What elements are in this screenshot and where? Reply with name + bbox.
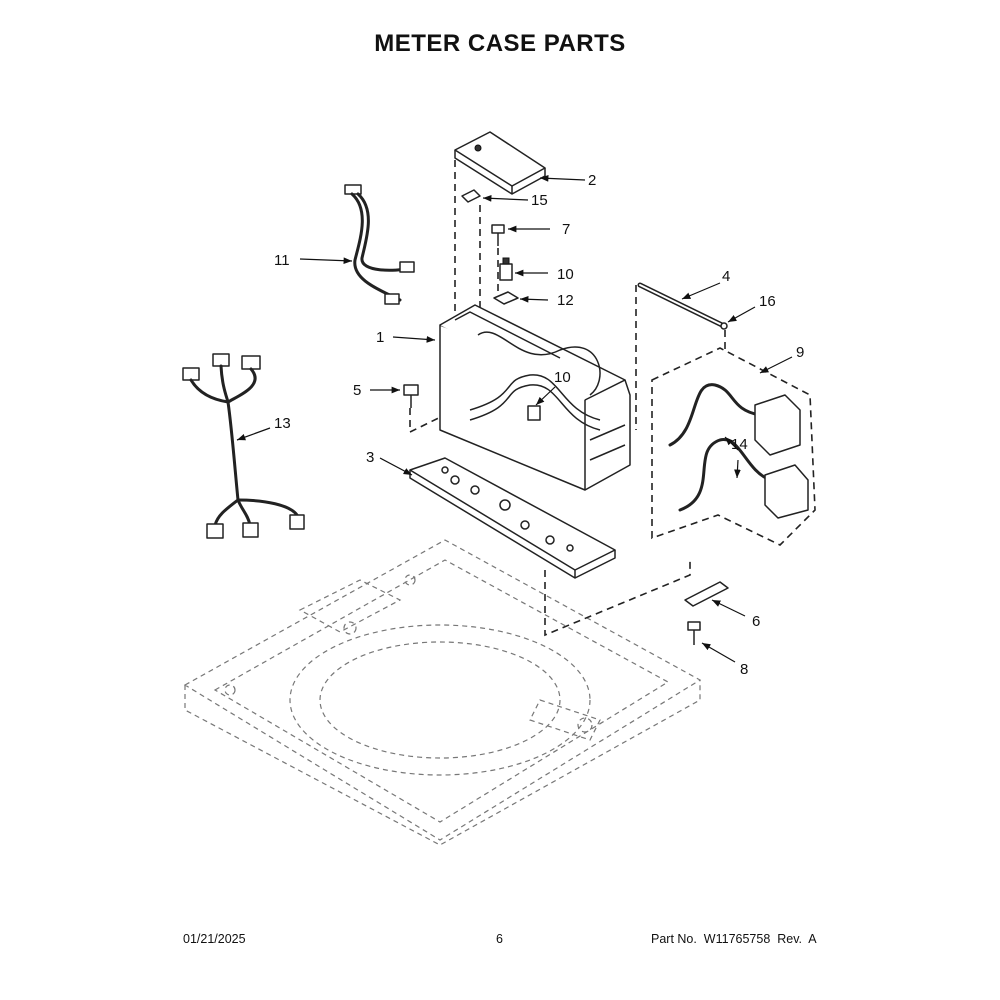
- callout-6: 6: [752, 613, 760, 630]
- part-12-bracket: [493, 291, 519, 305]
- part-15-clip: [461, 189, 481, 203]
- part-10-switch-top: [499, 257, 513, 281]
- callout-11: 11: [274, 252, 290, 269]
- callout-1: 1: [376, 329, 384, 346]
- callout-7: 7: [562, 221, 570, 238]
- part-4-rod: [637, 282, 725, 328]
- part-8-screw: [687, 621, 701, 645]
- part-6-bracket: [684, 581, 729, 607]
- part-16-clip: [720, 322, 728, 330]
- callout-16: 16: [759, 293, 776, 310]
- footer-page-number: 6: [496, 932, 503, 946]
- part-2-cover: [454, 131, 546, 195]
- callout-9: 9: [796, 344, 804, 361]
- footer-part-number: Part No. W11765758 Rev. A: [651, 932, 817, 946]
- callout-5: 5: [353, 382, 361, 399]
- part-9-assembly: [651, 347, 816, 546]
- footer-date: 01/21/2025: [183, 932, 246, 946]
- callout-10-case: 10: [554, 369, 571, 386]
- page-title: METER CASE PARTS: [374, 30, 626, 57]
- callout-14: 14: [731, 436, 748, 453]
- callout-13: 13: [274, 415, 291, 432]
- callout-3: 3: [366, 449, 374, 466]
- part-11-harness: [344, 184, 415, 305]
- callout-12: 12: [557, 292, 574, 309]
- callout-10-top: 10: [557, 266, 574, 283]
- callout-15: 15: [531, 192, 548, 209]
- callout-4: 4: [722, 268, 730, 285]
- leader-lines: [236, 175, 793, 663]
- part-1-meter-case: [439, 304, 631, 491]
- part-5-screw: [403, 384, 419, 408]
- cabinet-top-ghost: [183, 539, 702, 846]
- callout-2: 2: [588, 172, 596, 189]
- part-13-harness: [182, 353, 305, 539]
- part-7-screw: [491, 224, 505, 246]
- callout-8: 8: [740, 661, 748, 678]
